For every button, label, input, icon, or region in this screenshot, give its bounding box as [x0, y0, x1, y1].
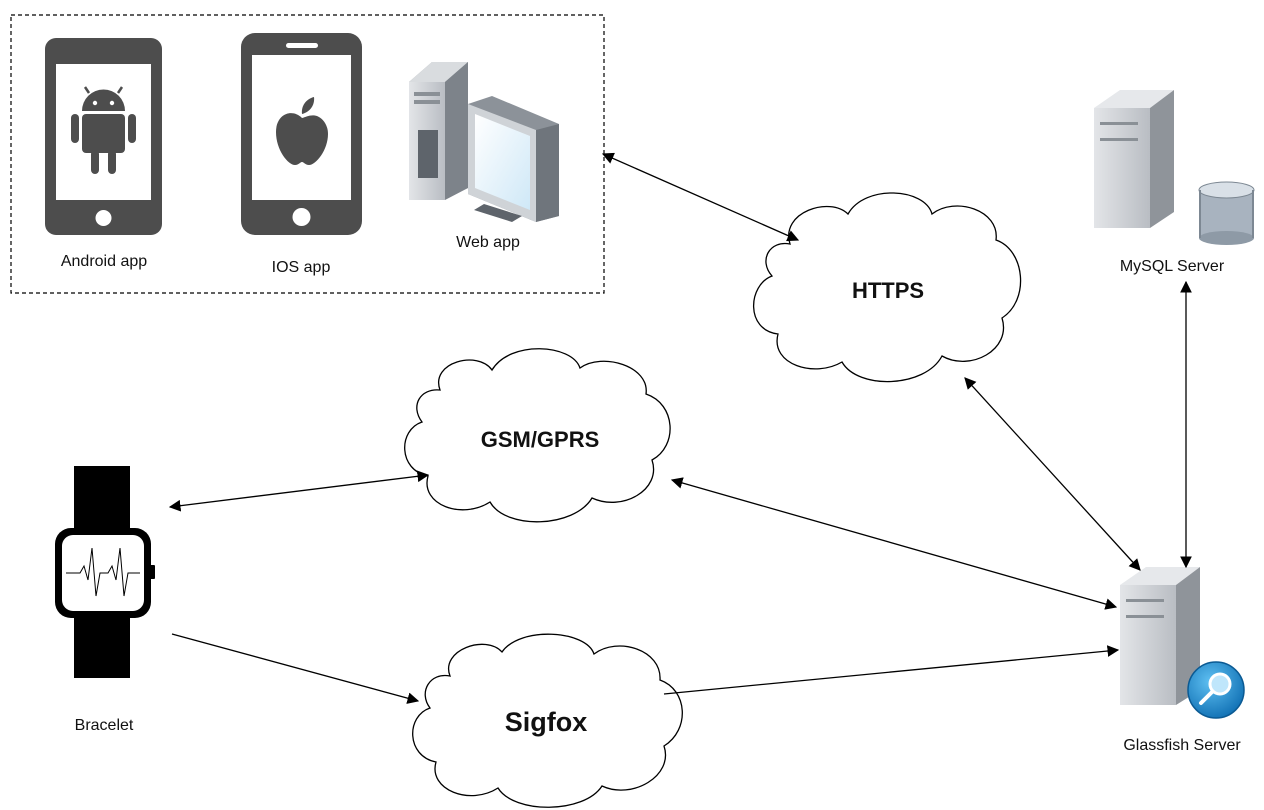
android-phone — [45, 38, 162, 235]
search-icon — [1187, 661, 1245, 719]
glassfish-server-label: Glassfish Server — [1123, 737, 1241, 754]
connector-https-glassfish — [964, 377, 1141, 571]
android-icon — [71, 86, 136, 174]
smartwatch-icon — [55, 466, 155, 678]
web-app-label: Web app — [456, 234, 520, 251]
glassfish-server — [1120, 567, 1245, 719]
database-icon — [1198, 181, 1255, 245]
ios-app-label: IOS app — [272, 259, 331, 276]
apple-icon — [276, 97, 328, 165]
mysql-server — [1094, 90, 1255, 245]
connector-gsm-glassfish — [670, 477, 1118, 610]
https-label: HTTPS — [852, 278, 924, 303]
ios-phone — [241, 33, 362, 235]
connector-bracelet-sigfox — [171, 633, 420, 704]
mysql-server-label: MySQL Server — [1120, 258, 1225, 275]
sigfox-cloud: Sigfox — [412, 633, 683, 808]
sigfox-label: Sigfox — [505, 707, 588, 737]
connector-sigfox-glassfish — [663, 645, 1120, 695]
android-app-label: Android app — [61, 253, 147, 270]
connector-clients-https — [601, 152, 800, 242]
connector-bracelet-gsm — [168, 470, 430, 512]
bracelet-label: Bracelet — [75, 717, 134, 734]
gsm-gprs-label: GSM/GPRS — [481, 427, 600, 452]
web-computer-icon — [409, 62, 559, 222]
gsm-gprs-cloud: GSM/GPRS — [404, 348, 671, 523]
https-cloud: HTTPS — [753, 192, 1022, 383]
